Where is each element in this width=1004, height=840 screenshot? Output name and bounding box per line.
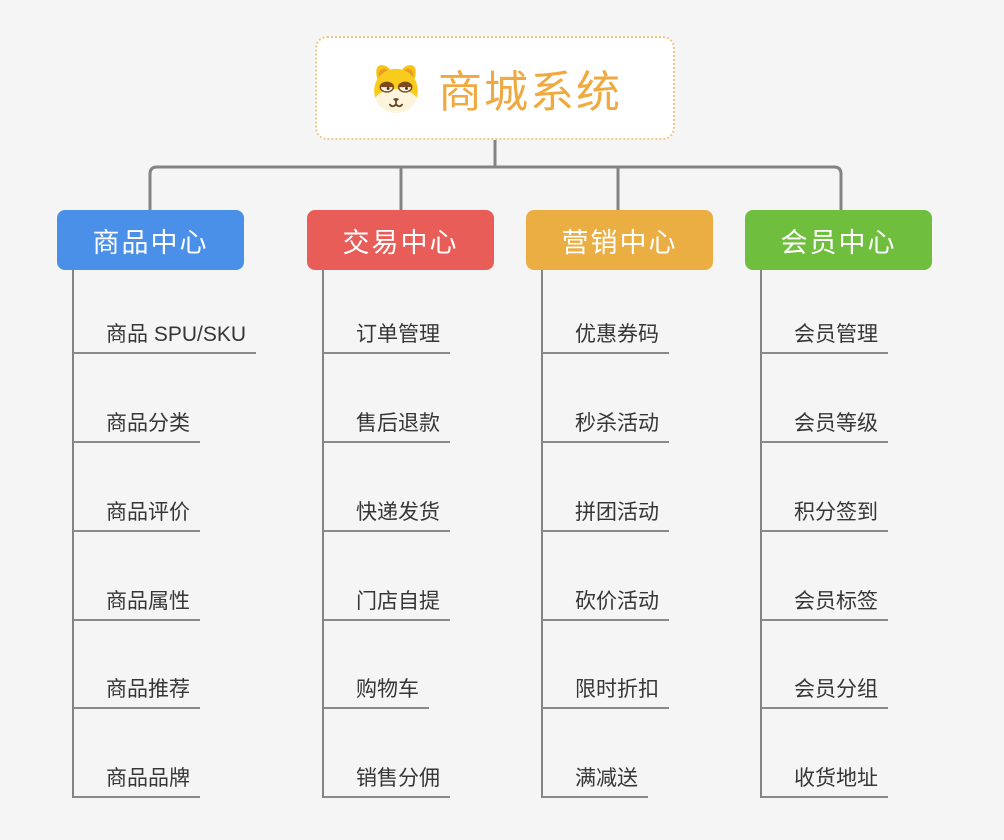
leaf-bargain-activity[interactable]: 砍价活动 — [542, 585, 669, 621]
leaf-flash-sale[interactable]: 秒杀活动 — [542, 407, 669, 443]
leaf-order-management[interactable]: 订单管理 — [323, 318, 450, 354]
branch-rail-line — [148, 165, 843, 210]
leaf-store-pickup[interactable]: 门店自提 — [323, 585, 450, 621]
leaf-sales-commission[interactable]: 销售分佣 — [323, 762, 450, 798]
leaf-shipping-address[interactable]: 收货地址 — [761, 762, 888, 798]
leaf-group-buy[interactable]: 拼团活动 — [542, 496, 669, 532]
leaf-product-recommend[interactable]: 商品推荐 — [73, 673, 200, 709]
leaf-shopping-cart[interactable]: 购物车 — [323, 673, 429, 709]
leaf-member-group[interactable]: 会员分组 — [761, 673, 888, 709]
leaf-product-category[interactable]: 商品分类 — [73, 407, 200, 443]
leaf-product-spu-sku[interactable]: 商品 SPU/SKU — [73, 318, 257, 354]
leaf-product-review[interactable]: 商品评价 — [73, 496, 200, 532]
leaf-member-level[interactable]: 会员等级 — [761, 407, 888, 443]
root-title: 商城系统 — [438, 68, 622, 117]
leaf-coupon-code[interactable]: 优惠券码 — [542, 318, 669, 354]
branch-trade-center[interactable]: 交易中心 — [307, 210, 494, 270]
branch-marketing-center[interactable]: 营销中心 — [526, 210, 713, 270]
leaf-express-delivery[interactable]: 快递发货 — [323, 496, 450, 532]
dog-face-icon — [368, 60, 424, 116]
leaf-time-limited-discount[interactable]: 限时折扣 — [542, 673, 669, 709]
leaf-points-checkin[interactable]: 积分签到 — [761, 496, 888, 532]
branch-member-center[interactable]: 会员中心 — [745, 210, 932, 270]
leaf-member-tag[interactable]: 会员标签 — [761, 585, 888, 621]
root-node[interactable]: 商城系统 — [315, 36, 675, 140]
branch-product-center[interactable]: 商品中心 — [57, 210, 244, 270]
leaf-after-sale-refund[interactable]: 售后退款 — [323, 407, 450, 443]
leaf-member-management[interactable]: 会员管理 — [761, 318, 888, 354]
leaf-product-brand[interactable]: 商品品牌 — [73, 762, 200, 798]
leaf-full-reduction[interactable]: 满减送 — [542, 762, 648, 798]
leaf-product-attribute[interactable]: 商品属性 — [73, 585, 200, 621]
